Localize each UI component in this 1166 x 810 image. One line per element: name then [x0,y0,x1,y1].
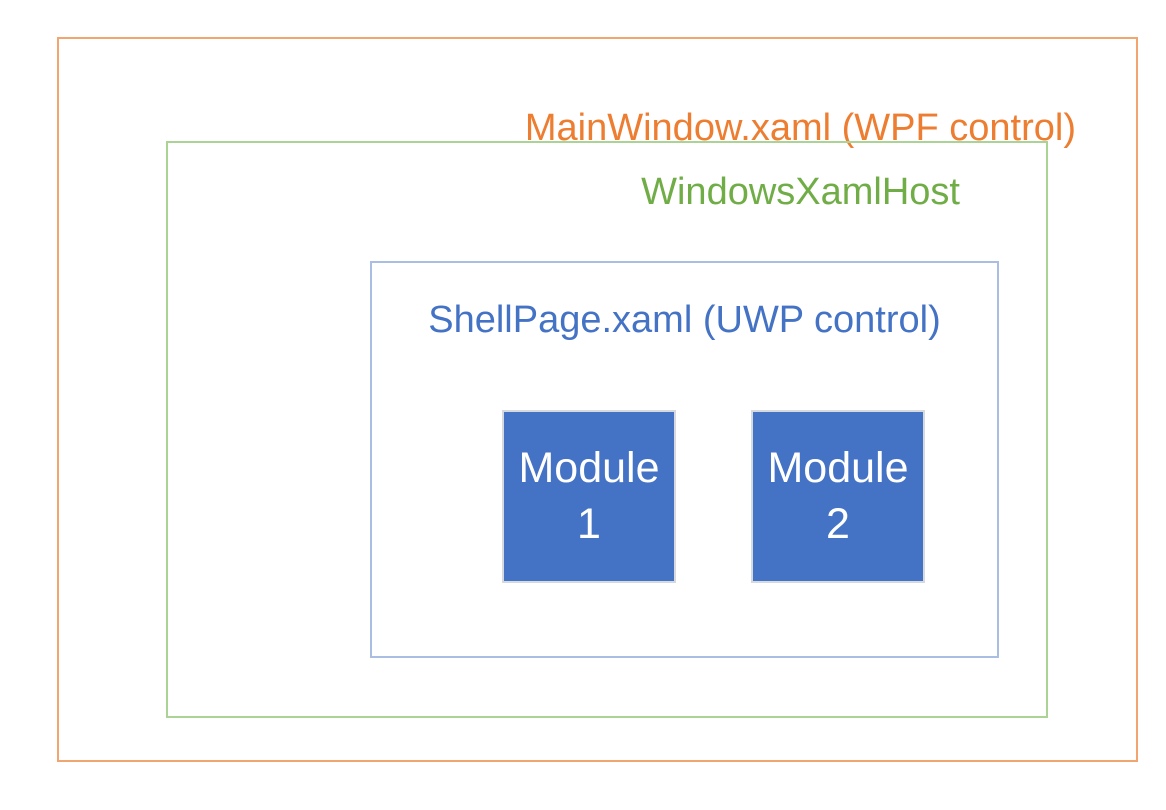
windowsxamlhost-label: WindowsXamlHost [641,171,960,213]
module-1-box: Module 1 [502,410,676,583]
shellpage-uwp-label: ShellPage.xaml (UWP control) [428,299,941,341]
shellpage-uwp-box: ShellPage.xaml (UWP control) Module 1 Mo… [370,261,999,658]
windowsxamlhost-box: WindowsXamlHost ShellPage.xaml (UWP cont… [166,141,1048,718]
module-1-label-line1: Module [518,443,660,492]
mainwindow-wpf-box: MainWindow.xaml (WPF control) WindowsXam… [57,37,1138,762]
module-2-label-line2: 2 [826,499,850,548]
module-2-label-line1: Module [767,443,909,492]
module-2-box: Module 2 [751,410,925,583]
module-1-label-line2: 1 [577,499,601,548]
